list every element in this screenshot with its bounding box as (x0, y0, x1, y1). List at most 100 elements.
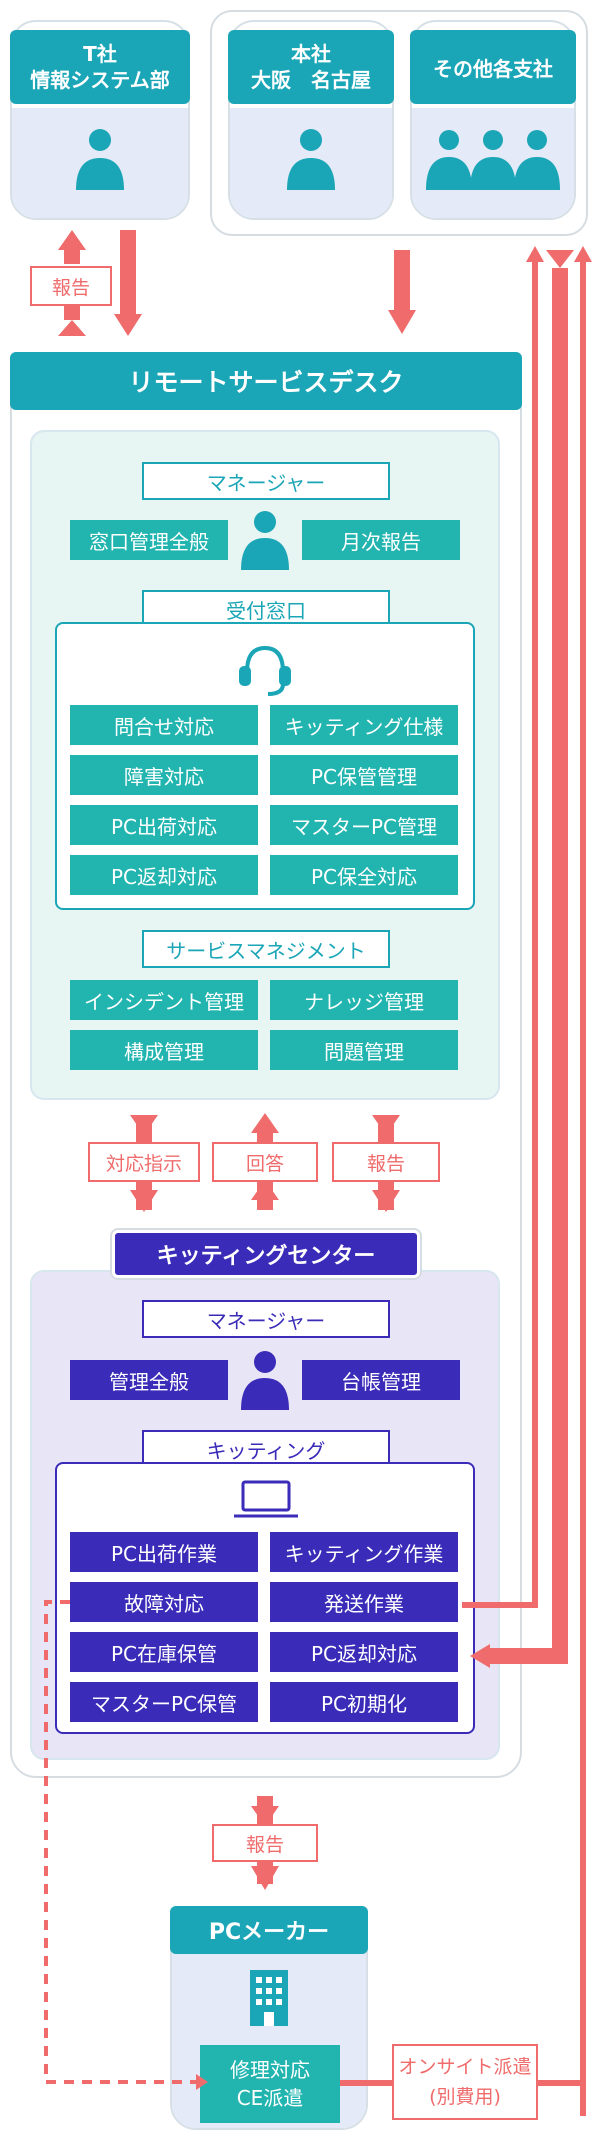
rsd-manager-right: 月次報告 (302, 520, 460, 560)
instruction-label-text: 対応指示 (105, 1152, 182, 1175)
arrow-up-icon (574, 246, 592, 262)
kitting-item-7: マスターPC保管 (70, 1682, 258, 1722)
arrow-shaft (64, 250, 80, 264)
reception-item-8-text: PC保全対応 (310, 864, 418, 889)
remote-desk-title: リモートサービスデスク (10, 352, 522, 410)
kitting-item-3-text: 故障対応 (124, 1591, 204, 1616)
kitting-item-1: PC出荷作業 (70, 1532, 258, 1572)
arrow-shaft (394, 250, 410, 310)
service-item-3-text: 構成管理 (124, 1039, 204, 1064)
maker-title: PCメーカー (170, 1906, 368, 1954)
tsha-card-body (12, 108, 188, 218)
arrow-down-icon (388, 310, 416, 334)
rsd-manager-label-text: マネージャー (206, 470, 326, 495)
arrow-down-icon (251, 1866, 279, 1890)
kitting-title-text: キッティングセンター (156, 1244, 376, 1269)
report-label: 報告 (332, 1142, 440, 1182)
top-report-label: 報告 (30, 266, 112, 306)
reception-item-6: マスターPC管理 (270, 805, 458, 845)
rsd-manager-right-text: 月次報告 (341, 529, 421, 554)
maker-repair-box: 修理対応 CE派遣 (200, 2045, 340, 2123)
rsd-manager-left: 窓口管理全般 (70, 520, 228, 560)
maker-repair-line2: CE派遣 (236, 2086, 304, 2110)
service-item-2-text: ナレッジ管理 (304, 989, 424, 1014)
kitting-item-2-text: キッティング作業 (284, 1541, 444, 1566)
top-report-label-text: 報告 (51, 276, 90, 299)
instruction-label: 対応指示 (88, 1142, 200, 1182)
rsd-service-label-text: サービスマネジメント (166, 938, 366, 963)
arrow-up-icon (58, 230, 86, 250)
kitting-item-1-text: PC出荷作業 (110, 1541, 218, 1566)
service-item-1: インシデント管理 (70, 980, 258, 1020)
rsd-reception-label: 受付窓口 (142, 590, 390, 628)
answer-label: 回答 (212, 1142, 318, 1182)
reception-item-3: 障害対応 (70, 755, 258, 795)
service-item-3: 構成管理 (70, 1030, 258, 1070)
arrow-down-icon (114, 314, 142, 336)
reception-item-7-text: PC返却対応 (110, 864, 218, 889)
others-title-text: その他各支社 (433, 56, 553, 81)
arrow-shaft (64, 306, 80, 320)
reception-item-4-text: PC保管管理 (310, 764, 418, 789)
reception-item-4: PC保管管理 (270, 755, 458, 795)
service-item-2: ナレッジ管理 (270, 980, 458, 1020)
connector-line (532, 260, 538, 1608)
reception-item-3-text: 障害対応 (124, 764, 204, 789)
tsha-title-line2: 情報システム部 (30, 68, 170, 92)
reception-item-2: キッティング仕様 (270, 705, 458, 745)
service-item-4-text: 問題管理 (324, 1039, 404, 1064)
kc-manager-left-text: 管理全般 (109, 1369, 189, 1394)
bottom-report-label: 報告 (212, 1824, 318, 1862)
tsha-title-line1: T社 (83, 42, 117, 66)
kc-manager-label-text: マネージャー (206, 1308, 326, 1333)
honsha-title-line1: 本社 (291, 42, 331, 66)
kitting-item-2: キッティング作業 (270, 1532, 458, 1572)
connector-line (552, 268, 568, 1664)
kc-kitting-label: キッティング (142, 1430, 390, 1468)
arrow-shaft (120, 230, 136, 314)
reception-item-7: PC返却対応 (70, 855, 258, 895)
kitting-item-6-text: PC返却対応 (310, 1641, 418, 1666)
rsd-manager-left-text: 窓口管理全般 (89, 529, 209, 554)
arrow-up-icon (526, 246, 544, 262)
arrow-down-icon (251, 1806, 279, 1826)
kitting-item-8-text: PC初期化 (320, 1691, 408, 1716)
tsha-title: T社 情報システム部 (10, 30, 190, 104)
kitting-item-5: PC在庫保管 (70, 1632, 258, 1672)
kitting-title: キッティングセンター (112, 1230, 420, 1278)
kitting-item-8: PC初期化 (270, 1682, 458, 1722)
kitting-item-3: 故障対応 (70, 1582, 258, 1622)
answer-label-text: 回答 (245, 1152, 284, 1175)
arrow-down-icon (546, 250, 574, 268)
reception-item-6-text: マスターPC管理 (290, 814, 438, 839)
honsha-card-body (230, 108, 392, 218)
reception-item-5: PC出荷対応 (70, 805, 258, 845)
reception-item-2-text: キッティング仕様 (284, 714, 444, 739)
maker-title-text: PCメーカー (208, 1920, 330, 1945)
onsite-label-line1: オンサイト派遣 (398, 2056, 532, 2078)
reception-item-8: PC保全対応 (270, 855, 458, 895)
reception-item-1-text: 問合せ対応 (114, 714, 214, 739)
kc-manager-left: 管理全般 (70, 1360, 228, 1400)
rsd-manager-label: マネージャー (142, 462, 390, 500)
arrow-shaft (257, 1796, 273, 1826)
service-item-4: 問題管理 (270, 1030, 458, 1070)
others-card-body (412, 108, 574, 218)
reception-item-5-text: PC出荷対応 (110, 814, 218, 839)
kitting-item-6: PC返却対応 (270, 1632, 458, 1672)
kc-manager-label: マネージャー (142, 1300, 390, 1338)
remote-desk-title-text: リモートサービスデスク (128, 368, 404, 397)
honsha-title-line2: 大阪 名古屋 (251, 68, 371, 92)
honsha-title: 本社 大阪 名古屋 (228, 30, 394, 104)
kc-manager-right: 台帳管理 (302, 1360, 460, 1400)
maker-repair-line1: 修理対応 (230, 2058, 310, 2082)
kc-manager-right-text: 台帳管理 (341, 1369, 421, 1394)
onsite-label: オンサイト派遣 (別費用) (392, 2044, 538, 2120)
kitting-item-7-text: マスターPC保管 (90, 1691, 238, 1716)
kc-kitting-label-text: キッティング (206, 1438, 326, 1463)
kitting-item-4-text: 発送作業 (324, 1591, 404, 1616)
rsd-reception-label-text: 受付窓口 (226, 598, 306, 623)
onsite-label-line2: (別費用) (429, 2086, 501, 2108)
kitting-item-4: 発送作業 (270, 1582, 458, 1622)
others-title: その他各支社 (410, 30, 576, 104)
